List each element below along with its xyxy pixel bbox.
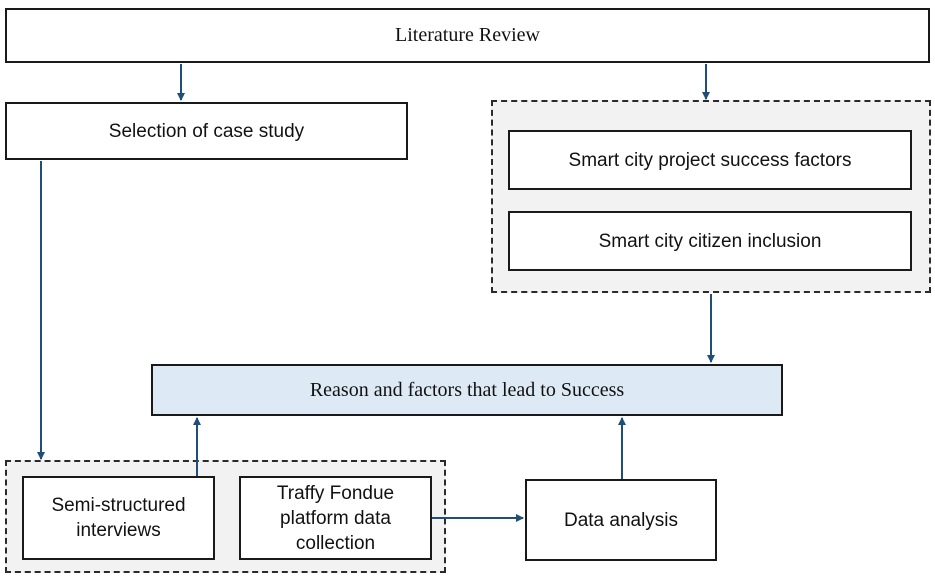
success-factors-box: Smart city project success factors [508,130,912,190]
interviews-label: Semi-structured interviews [51,495,186,541]
traffy-box: Traffy Fondue platform data collection [239,476,432,560]
data-analysis-label: Data analysis [563,509,679,531]
traffy-label: Traffy Fondue platform data collection [276,482,395,554]
reason-factors-label: Reason and factors that lead to Success [309,378,625,401]
interviews-box: Semi-structured interviews [22,476,215,560]
literature-review-label: Literature Review [395,24,540,46]
case-study-label: Selection of case study [108,120,305,142]
literature-review-box: Literature Review [5,8,930,63]
reason-factors-box: Reason and factors that lead to Success [151,364,783,416]
success-factors-label: Smart city project success factors [568,149,852,171]
case-study-box: Selection of case study [5,102,408,160]
citizen-inclusion-box: Smart city citizen inclusion [508,211,912,271]
data-analysis-box: Data analysis [525,479,717,561]
citizen-inclusion-label: Smart city citizen inclusion [598,230,822,252]
